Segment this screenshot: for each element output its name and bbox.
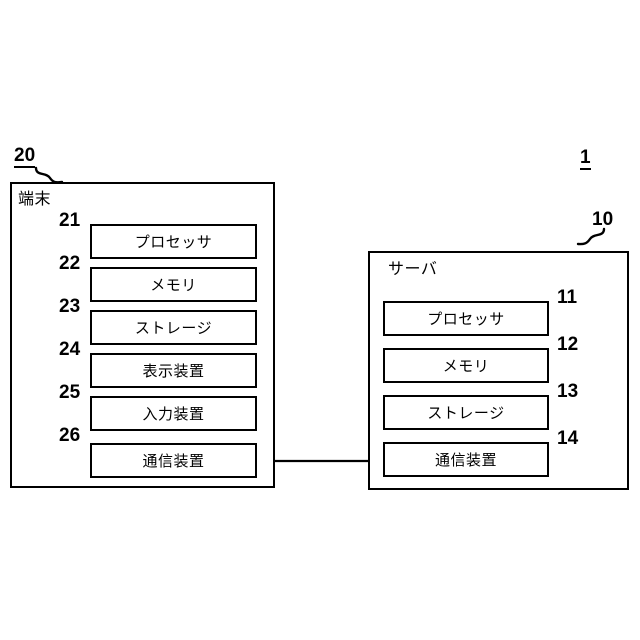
server-component-storage: ストレージ — [383, 395, 549, 430]
server-component-communication-device: 通信装置 — [383, 442, 549, 477]
ref-numeral-21: 21 — [59, 210, 81, 231]
server-component-processor: プロセッサ — [383, 301, 549, 336]
server-title: サーバ — [388, 261, 438, 278]
ref-numeral-13: 13 — [557, 381, 579, 402]
terminal-component-storage: ストレージ — [90, 310, 257, 345]
terminal-component-input-device: 入力装置 — [90, 396, 257, 431]
ref-numeral-server: 10 — [592, 209, 614, 230]
terminal-component-processor: プロセッサ — [90, 224, 257, 259]
leader-line-10 — [576, 227, 606, 246]
ref-numeral-24: 24 — [59, 339, 81, 360]
ref-numeral-system: 1 — [580, 147, 591, 170]
ref-numeral-26: 26 — [59, 425, 81, 446]
ref-numeral-22: 22 — [59, 253, 81, 274]
terminal-component-display-device: 表示装置 — [90, 353, 257, 388]
ref-numeral-25: 25 — [59, 382, 81, 403]
ref-numeral-terminal: 20 — [14, 145, 36, 168]
ref-numeral-11: 11 — [557, 287, 578, 308]
ref-numeral-12: 12 — [557, 334, 579, 355]
terminal-component-memory: メモリ — [90, 267, 257, 302]
ref-numeral-14: 14 — [557, 428, 579, 449]
leader-line-20 — [34, 166, 64, 184]
server-component-memory: メモリ — [383, 348, 549, 383]
terminal-component-communication-device: 通信装置 — [90, 443, 257, 478]
communication-link-arrow — [254, 453, 386, 469]
ref-numeral-23: 23 — [59, 296, 81, 317]
terminal-title: 端末 — [18, 191, 52, 208]
